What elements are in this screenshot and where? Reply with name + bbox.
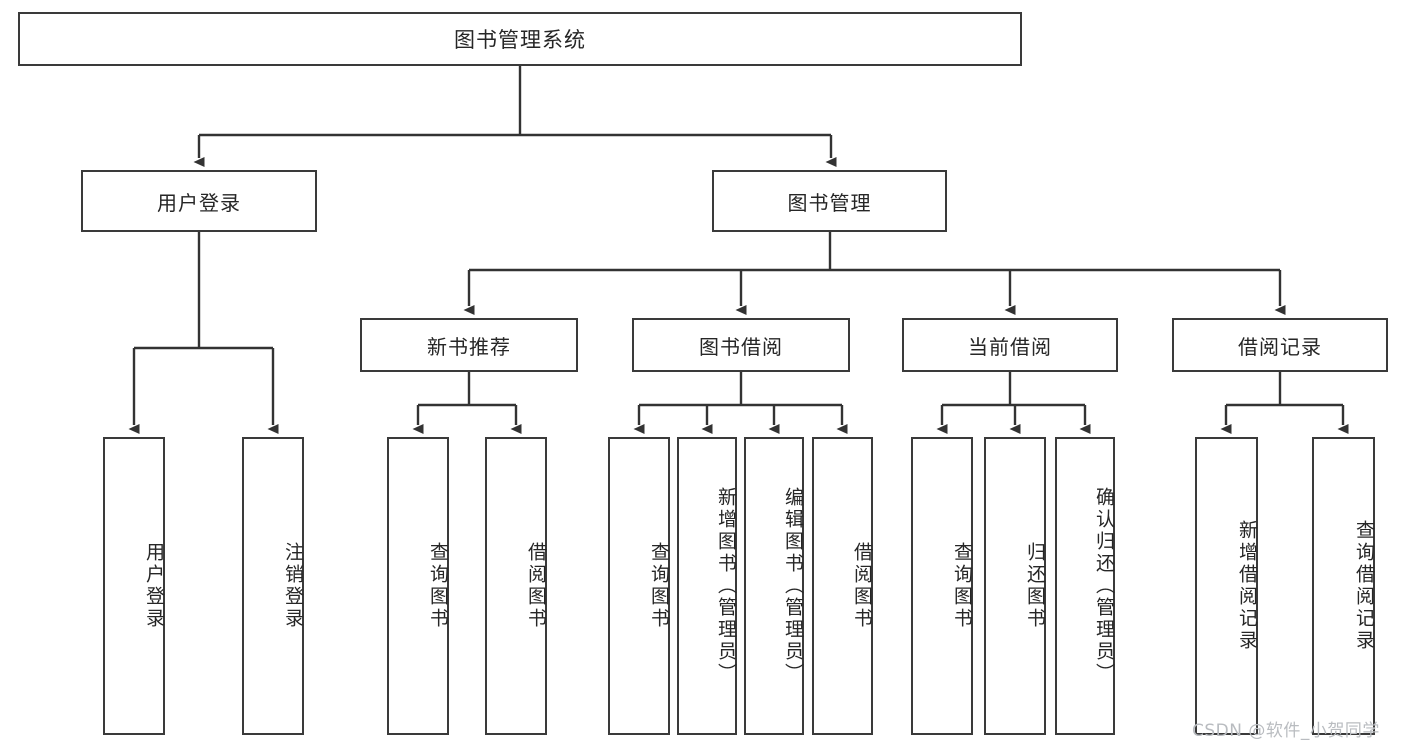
leaf-return-book[interactable]: 归还图书 (984, 437, 1046, 735)
node-label: 借阅图书 (851, 542, 873, 630)
leaf-user-login[interactable]: 用户登录 (103, 437, 165, 735)
node-label: 查询图书 (427, 542, 449, 630)
node-label: 图书管理系统 (454, 28, 586, 52)
node-label: 新书推荐 (427, 334, 511, 359)
node-label: 借阅图书 (525, 542, 547, 630)
node-current-loan[interactable]: 当前借阅 (902, 318, 1118, 372)
node-book-borrow[interactable]: 图书借阅 (632, 318, 850, 372)
node-label: 新增图书（管理员） (715, 487, 737, 685)
leaf-add-book-admin[interactable]: 新增图书（管理员） (677, 437, 737, 735)
node-loan-record[interactable]: 借阅记录 (1172, 318, 1388, 372)
leaf-add-loan-record[interactable]: 新增借阅记录 (1195, 437, 1258, 735)
node-label: 新增借阅记录 (1236, 520, 1258, 652)
node-label: 查询图书 (648, 542, 670, 630)
csdn-watermark: CSDN @软件_小贺同学 (1192, 721, 1380, 741)
leaf-borrow-book-recommend[interactable]: 借阅图书 (485, 437, 547, 735)
leaf-query-loan-record[interactable]: 查询借阅记录 (1312, 437, 1375, 735)
edges-bookborrow-to-leaves (633, 372, 848, 434)
edges-loanrecord-to-leaves (1220, 372, 1349, 434)
node-label: 查询图书 (951, 542, 973, 630)
node-label: 用户登录 (157, 190, 241, 215)
edges-currentloan-to-leaves (936, 372, 1091, 434)
leaf-query-book-recommend[interactable]: 查询图书 (387, 437, 449, 735)
node-label: 借阅记录 (1238, 334, 1322, 359)
node-book-manage[interactable]: 图书管理 (712, 170, 947, 232)
node-new-book-recommend[interactable]: 新书推荐 (360, 318, 578, 372)
node-label: 查询借阅记录 (1353, 520, 1375, 652)
node-label: 图书借阅 (699, 334, 783, 359)
leaf-query-book-current-loan[interactable]: 查询图书 (911, 437, 973, 735)
leaf-edit-book-admin[interactable]: 编辑图书（管理员） (744, 437, 804, 735)
edges-userlogin-to-leaves (128, 232, 279, 434)
node-label: 用户登录 (143, 542, 165, 630)
edges-newbookrec-to-leaves (412, 372, 522, 434)
edges-root-to-level2 (193, 66, 837, 167)
leaf-borrow-book[interactable]: 借阅图书 (812, 437, 873, 735)
leaf-query-book-borrow[interactable]: 查询图书 (608, 437, 670, 735)
node-label: 编辑图书（管理员） (782, 487, 804, 685)
node-label: 注销登录 (282, 542, 304, 630)
leaf-logout[interactable]: 注销登录 (242, 437, 304, 735)
node-user-login[interactable]: 用户登录 (81, 170, 317, 232)
edges-bookmanage-to-level3 (463, 232, 1286, 315)
node-label: 归还图书 (1024, 542, 1046, 630)
node-root-system[interactable]: 图书管理系统 (18, 12, 1022, 66)
node-label: 确认归还（管理员） (1093, 487, 1115, 685)
leaf-confirm-return-admin[interactable]: 确认归还（管理员） (1055, 437, 1115, 735)
node-label: 当前借阅 (968, 334, 1052, 359)
node-label: 图书管理 (787, 190, 872, 215)
